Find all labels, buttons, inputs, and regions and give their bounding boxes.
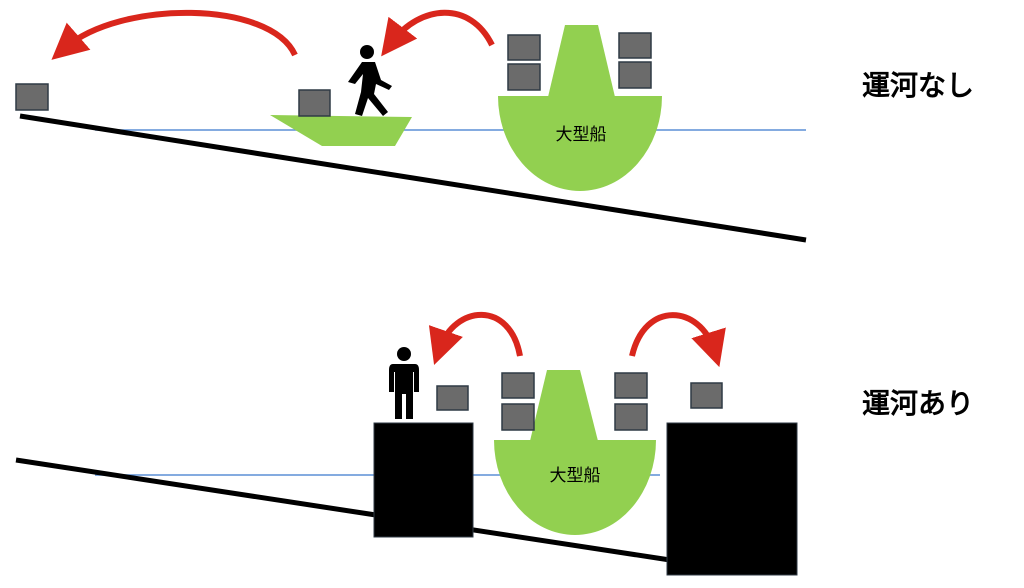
- small-boat: [270, 115, 412, 146]
- ground-slope: [19, 113, 807, 243]
- cargo-box: [618, 61, 652, 89]
- transfer-arrow: [381, 9, 495, 57]
- transfer-arrow: [629, 312, 726, 368]
- lock-wall-left: [373, 422, 474, 538]
- cargo-box: [614, 403, 648, 431]
- lock-wall-right: [666, 422, 798, 576]
- transfer-arrow: [428, 312, 523, 365]
- transfer-arrow: [51, 9, 298, 60]
- cargo-box: [298, 89, 331, 117]
- walking-person-icon: [348, 45, 392, 116]
- ground-slope: [15, 457, 671, 563]
- cargo-box: [618, 32, 652, 59]
- cargo-box: [436, 385, 469, 411]
- large-ship: [494, 370, 656, 535]
- standing-person-icon: [389, 347, 419, 419]
- ship-label: 大型船: [549, 466, 601, 486]
- scenario-label-with-canal: 運河あり: [862, 387, 975, 420]
- cargo-box: [507, 63, 541, 91]
- cargo-box: [507, 34, 541, 61]
- scene-without-canal: [15, 9, 807, 243]
- cargo-box: [614, 372, 648, 399]
- cargo-box: [501, 403, 535, 431]
- cargo-box: [501, 372, 535, 399]
- cargo-box: [15, 83, 49, 111]
- scenario-label-without-canal: 運河なし: [862, 69, 975, 102]
- large-ship: [498, 25, 662, 191]
- cargo-box: [690, 382, 723, 409]
- ship-label: 大型船: [555, 125, 607, 145]
- scene-with-canal: [15, 312, 798, 576]
